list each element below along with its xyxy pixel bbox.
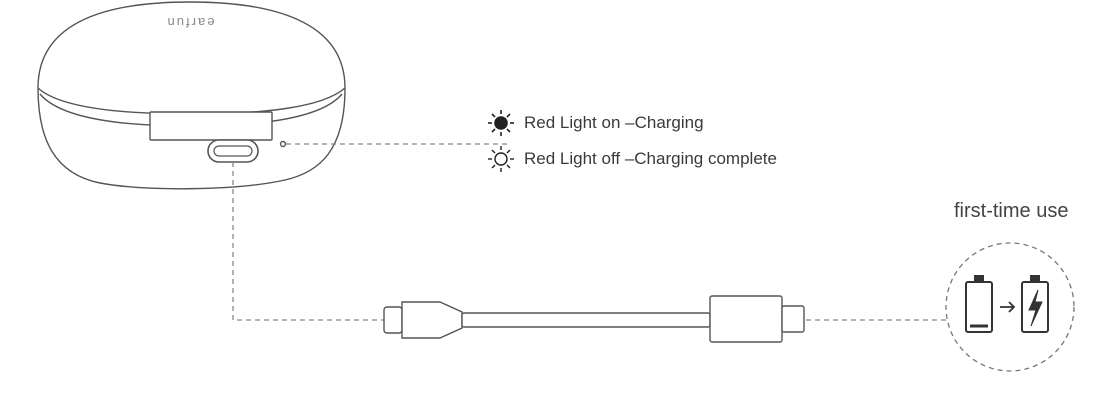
usb-cable bbox=[383, 295, 805, 343]
battery-empty-icon bbox=[965, 275, 993, 333]
usb-a-plug-body bbox=[709, 295, 783, 343]
cable-wire bbox=[461, 312, 711, 328]
first-time-use-label: first-time use bbox=[954, 200, 1069, 222]
case-logo: earfun bbox=[166, 15, 215, 30]
usb-a-plug-tip bbox=[781, 305, 805, 333]
usb-c-port bbox=[207, 139, 259, 163]
usb-c-plug-tip bbox=[383, 306, 403, 334]
arrow-right-icon bbox=[1000, 301, 1016, 313]
sun-outline-icon bbox=[488, 146, 514, 172]
case-window bbox=[149, 111, 273, 141]
usb-c-plug-head bbox=[401, 301, 463, 339]
battery-charging-icon bbox=[1021, 275, 1049, 333]
usb-c-port-inner bbox=[213, 145, 253, 157]
charging-on-label: Red Light on –Charging bbox=[524, 113, 704, 132]
sun-filled-icon bbox=[488, 110, 514, 136]
port-to-cable-line bbox=[232, 162, 384, 321]
charging-case: earfun bbox=[37, 1, 346, 190]
charging-complete-label: Red Light off –Charging complete bbox=[524, 149, 777, 168]
led-indicator bbox=[279, 140, 287, 148]
case-body bbox=[37, 1, 346, 190]
